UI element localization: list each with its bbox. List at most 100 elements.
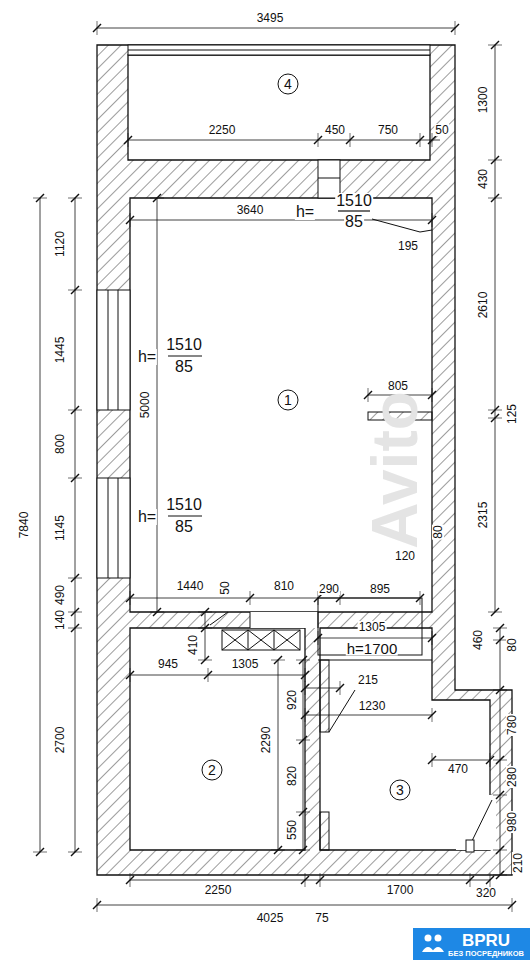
room-number: 2 <box>201 759 223 781</box>
dimension-label: 7840 <box>18 511 30 540</box>
room-number: 1 <box>277 389 299 411</box>
extension-line <box>305 873 306 887</box>
dimension-line <box>495 45 496 612</box>
dimension-label: 895 <box>369 583 391 595</box>
dimension-label: 490 <box>54 584 66 606</box>
extension-line <box>128 133 129 147</box>
extension-line <box>432 388 433 402</box>
dimension-label: 320 <box>475 887 497 899</box>
dimension-label: h= <box>137 349 157 365</box>
extension-line <box>488 418 502 419</box>
dimension-label: 85 <box>344 214 364 230</box>
dimension-label: 2250 <box>208 124 237 136</box>
extension-line <box>198 660 212 661</box>
dimension-label: 2700 <box>54 726 66 755</box>
dimension-line <box>305 715 432 716</box>
dimension-label: 50 <box>434 124 449 136</box>
extension-line <box>68 290 82 291</box>
logo-badge <box>413 928 530 960</box>
extension-line <box>420 591 421 605</box>
extension-line <box>432 753 433 767</box>
dimension-label: 80 <box>506 637 518 652</box>
extension-line <box>68 852 82 853</box>
extension-line <box>68 578 82 579</box>
dimension-label: 80 <box>432 524 444 539</box>
doors <box>320 660 492 852</box>
dimension-label: 1445 <box>54 336 66 365</box>
dimension-line <box>130 598 420 599</box>
dimension-label: 1230 <box>358 700 387 712</box>
dimension-label: 410 <box>187 634 199 656</box>
extension-line <box>488 198 502 199</box>
extension-line <box>493 760 507 761</box>
extension-line <box>296 740 310 741</box>
extension-line <box>493 875 507 876</box>
extension-line <box>296 850 310 851</box>
extension-line <box>493 640 507 641</box>
extension-line <box>470 873 471 887</box>
room-number-text: 4 <box>277 73 299 95</box>
extension-line <box>150 198 164 199</box>
extension-line <box>296 812 310 813</box>
extension-line <box>97 898 98 912</box>
openings <box>250 160 496 850</box>
dimension-label: 1440 <box>176 580 205 592</box>
dimension-label: 2610 <box>477 291 489 320</box>
dimension-label: 2250 <box>204 884 233 896</box>
extension-line <box>488 45 502 46</box>
watermark: Avito <box>363 390 427 550</box>
dimension-label: 470 <box>447 763 469 775</box>
dimension-label: 75 <box>314 912 329 924</box>
dimension-label: 280 <box>506 766 518 788</box>
extension-line <box>420 133 421 147</box>
vent-duct <box>222 630 300 650</box>
extension-line <box>488 160 502 161</box>
dimension-label: 1305 <box>358 621 387 633</box>
dimension-label: 120 <box>394 550 416 562</box>
dimension-label: 820 <box>286 765 298 787</box>
niche <box>318 598 432 660</box>
extension-line <box>198 628 212 629</box>
dimension-label: 2315 <box>477 501 489 530</box>
dimension-label: 5000 <box>139 391 151 420</box>
dimension-label: 945 <box>157 658 179 670</box>
extension-line <box>97 21 98 35</box>
extension-line <box>318 631 319 645</box>
dimension-label: 3495 <box>256 12 285 24</box>
dimension-label: 195 <box>397 240 419 252</box>
extension-line <box>493 690 507 691</box>
dimension-label: 4025 <box>256 912 285 924</box>
dimension-label: 430 <box>477 168 489 190</box>
dimension-label: h= <box>137 509 157 525</box>
dimension-label: 780 <box>506 714 518 736</box>
room-number-text: 1 <box>277 389 299 411</box>
dimension-label: 1510 <box>165 337 203 353</box>
dimension-label: 1300 <box>477 86 489 115</box>
dimension-line <box>157 198 158 612</box>
extension-line <box>305 708 306 722</box>
room-number: 3 <box>389 779 411 801</box>
dimension-label: 215 <box>357 674 379 686</box>
dimension-line <box>97 28 455 29</box>
dimension-line <box>305 688 340 689</box>
dimension-label: 50 <box>219 580 231 595</box>
dimension-label: 1305 <box>231 658 260 670</box>
extension-line <box>350 133 351 147</box>
extension-line <box>488 410 502 411</box>
dimension-line <box>303 660 304 850</box>
extension-line <box>305 668 306 682</box>
extension-line <box>130 873 131 887</box>
dimension-label: 805 <box>387 380 409 392</box>
dimension-label: 920 <box>286 689 298 711</box>
extension-line <box>432 213 433 227</box>
extension-line <box>318 133 319 147</box>
extension-line <box>68 198 82 199</box>
dimension-label: 980 <box>506 811 518 833</box>
dimension-label: h=1700 <box>346 641 398 656</box>
room-number: 4 <box>277 73 299 95</box>
extension-line <box>271 660 285 661</box>
dimension-lines <box>33 21 516 912</box>
logo-text: БЕЗ ПОСРЕДНИКОВ <box>447 950 525 958</box>
